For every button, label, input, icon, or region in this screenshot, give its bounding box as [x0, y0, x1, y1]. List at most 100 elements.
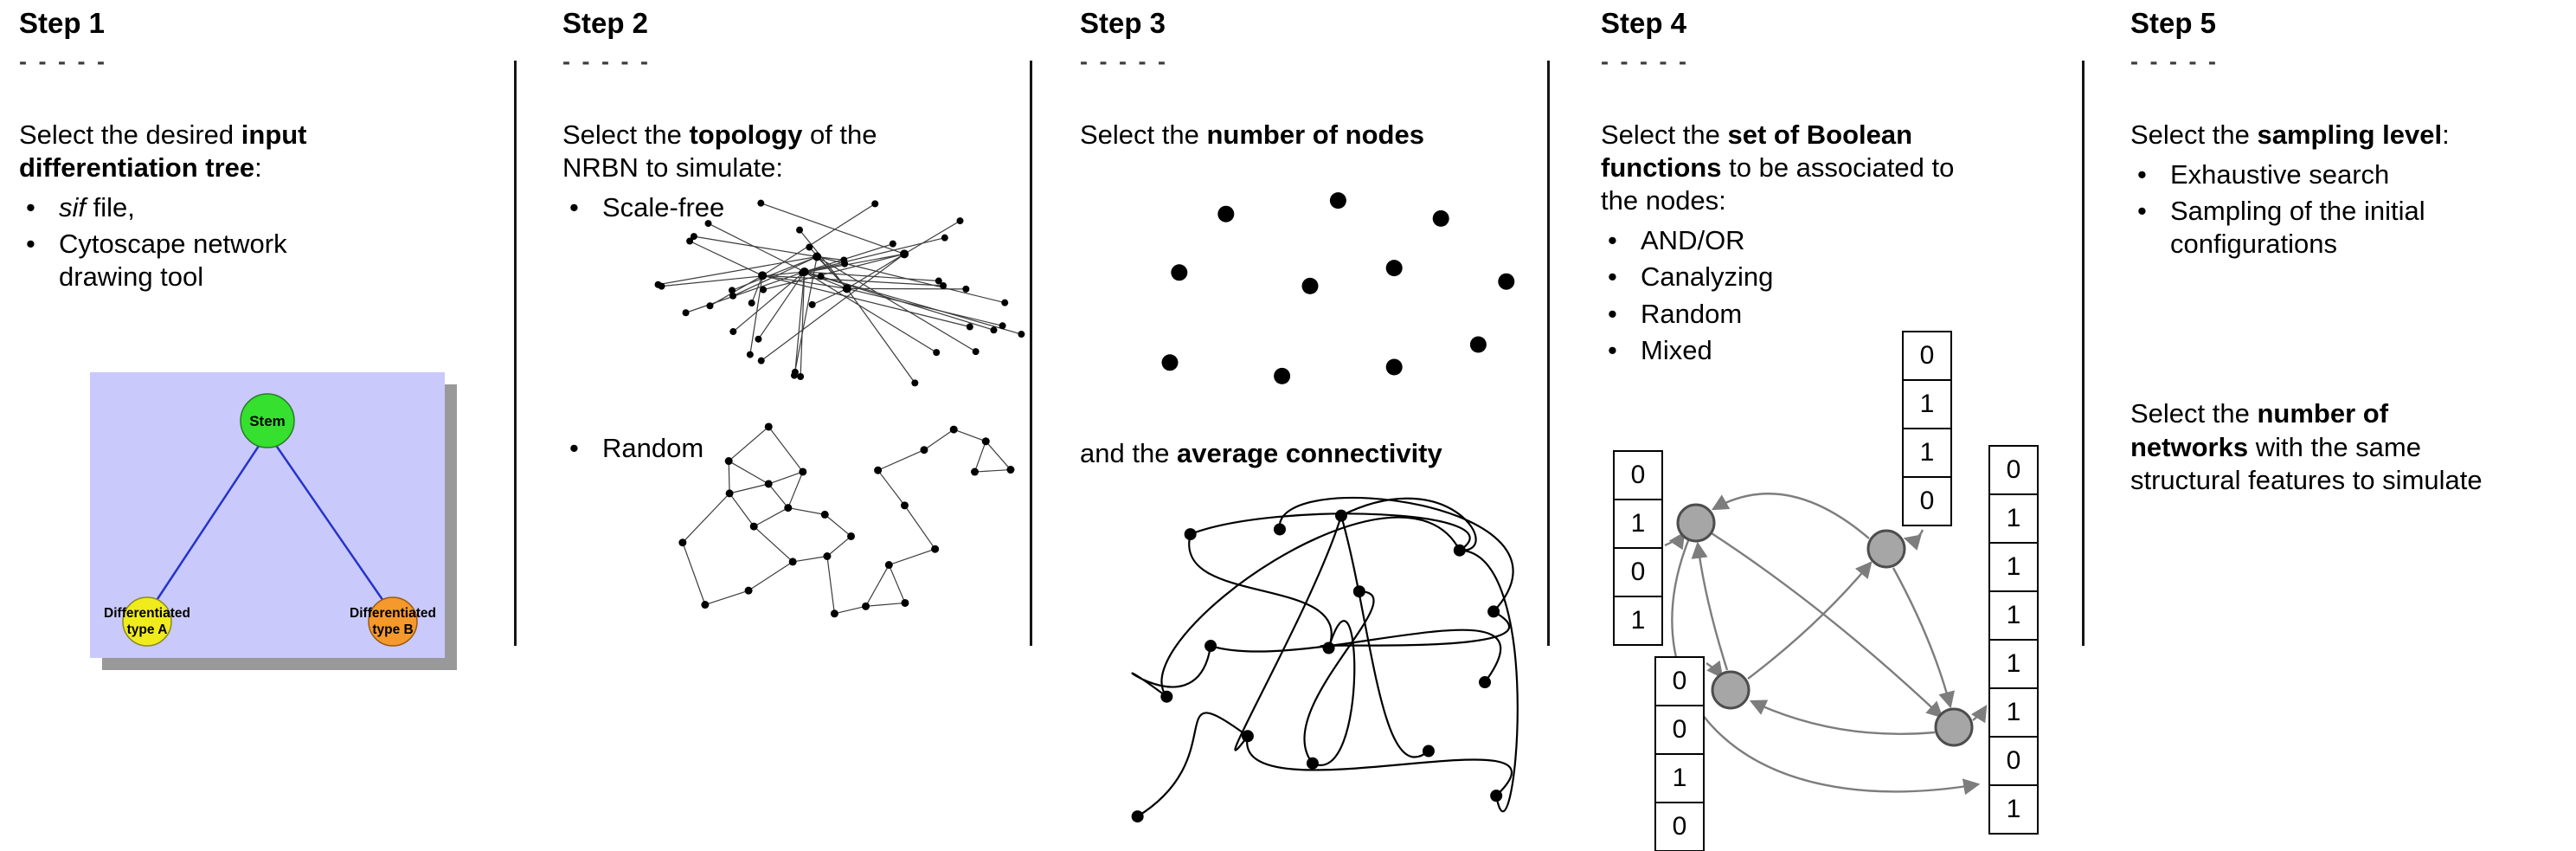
graph-edge — [793, 256, 818, 376]
graph-node-dot — [966, 323, 973, 331]
graph-node-dot — [1204, 640, 1217, 653]
graph-node-dot — [790, 371, 798, 379]
text-segment: structural features to simulate — [2130, 464, 2483, 495]
text-segment: sif — [59, 192, 86, 223]
type-a-label-line1: Differentiated — [104, 606, 190, 621]
text-segment: Select the — [1601, 119, 1728, 150]
graph-edge — [1339, 515, 1429, 758]
graph-node-dot — [757, 199, 765, 207]
scale-free-network-image — [654, 199, 1025, 387]
edge-arrow — [1970, 704, 1988, 724]
graph-node-dot — [842, 284, 851, 293]
graph-node-dot — [678, 538, 687, 547]
graph-node-dot — [956, 217, 964, 225]
graph-node-dot — [862, 602, 870, 610]
graph-edge — [1131, 645, 1212, 698]
graph-node-dot — [806, 243, 813, 251]
step-5-title: Step 5 — [2130, 7, 2217, 39]
graph-edge — [974, 468, 1011, 473]
boolean-cell: 1 — [1988, 542, 2039, 592]
boolean-cell: 1 — [1902, 428, 1952, 478]
text-segment: topology — [689, 119, 803, 150]
graph-edge — [731, 255, 818, 291]
boolean-cell: 0 — [1902, 476, 1952, 526]
graph-edge — [693, 235, 818, 258]
boolean-cell: 0 — [1613, 450, 1663, 500]
gene-node-4 — [1934, 707, 1974, 747]
graph-edge — [787, 471, 804, 508]
graph-node-dot — [1241, 730, 1254, 743]
column-divider-3 — [1547, 61, 1550, 646]
graph-edge — [729, 493, 755, 527]
graph-node-dot — [933, 349, 941, 357]
graph-node-dot — [901, 598, 909, 607]
boolean-cell: 1 — [1902, 379, 1952, 429]
graph-node-dot — [1490, 790, 1503, 803]
graph-node-dot — [1352, 585, 1365, 598]
graph-edge — [761, 274, 970, 328]
text-segment: Select the desired — [19, 119, 241, 150]
graph-edge — [877, 469, 905, 506]
step-1-column: Step 1 - - - - - Select the desired inpu… — [19, 7, 497, 670]
graph-edge — [824, 513, 851, 537]
graph-node-dot — [1479, 676, 1492, 689]
step-4-title: Step 4 — [1601, 7, 1687, 39]
graph-edge — [877, 449, 925, 471]
graph-edge — [753, 525, 793, 563]
graph-edge — [801, 253, 905, 274]
graph-edge — [812, 287, 848, 306]
graph-node-dot — [729, 287, 736, 294]
graph-edge — [761, 253, 905, 362]
graph-edge — [793, 555, 828, 563]
graph-edge — [751, 275, 763, 304]
graph-node-dot — [1469, 336, 1487, 353]
boolean-cell: 0 — [1902, 331, 1952, 381]
differentiated-type-a-node — [122, 596, 172, 647]
graph-edge — [846, 287, 1003, 326]
graph-edge — [1160, 516, 1461, 698]
list-item: Random — [1601, 298, 2077, 331]
graph-edge — [1137, 712, 1249, 818]
boolean-cell: 1 — [1988, 687, 2039, 738]
graph-node-dot — [796, 226, 804, 234]
graph-node-dot — [841, 260, 849, 268]
text-segment: to be associated to — [1721, 152, 1955, 184]
edge-arrow — [1903, 529, 1924, 551]
graph-node-dot — [1018, 331, 1025, 338]
boolean-cell: 1 — [1613, 499, 1663, 549]
differentiation-tree-image: Stem Differentiated type A Differentiate… — [90, 372, 457, 670]
graph-node-dot — [900, 249, 909, 259]
graph-edge — [658, 255, 818, 286]
graph-edge — [768, 426, 804, 473]
edge-arrow — [1691, 541, 1729, 671]
graph-node-dot — [658, 282, 665, 290]
boolean-cell: 0 — [1613, 547, 1663, 597]
boolean-cell: 0 — [1988, 445, 2039, 495]
step-1-title: Step 1 — [19, 7, 106, 39]
text-segment: : — [2442, 119, 2450, 150]
graph-node-dot — [820, 510, 829, 519]
text-segment: sampling level — [2257, 119, 2443, 150]
list-item: AND/OR — [1601, 224, 2077, 257]
text-segment: set of Boolean — [1727, 119, 1913, 150]
boolean-cell: 1 — [1988, 590, 2039, 641]
graph-node-dot — [999, 322, 1006, 330]
graph-edge — [757, 271, 806, 340]
graph-node-dot — [884, 561, 893, 570]
graph-node-dot — [1329, 192, 1346, 210]
graph-node-dot — [1385, 260, 1403, 277]
text-segment: AND/OR — [1641, 225, 1745, 256]
graph-node-dot — [729, 328, 737, 336]
graph-node-dot — [1301, 277, 1319, 294]
graph-edge — [804, 243, 894, 273]
graph-node-dot — [788, 558, 797, 566]
step-3-instruction: Select the number of nodes — [1080, 119, 1551, 152]
graph-edge — [903, 220, 960, 255]
gene-node-1 — [1676, 503, 1716, 543]
